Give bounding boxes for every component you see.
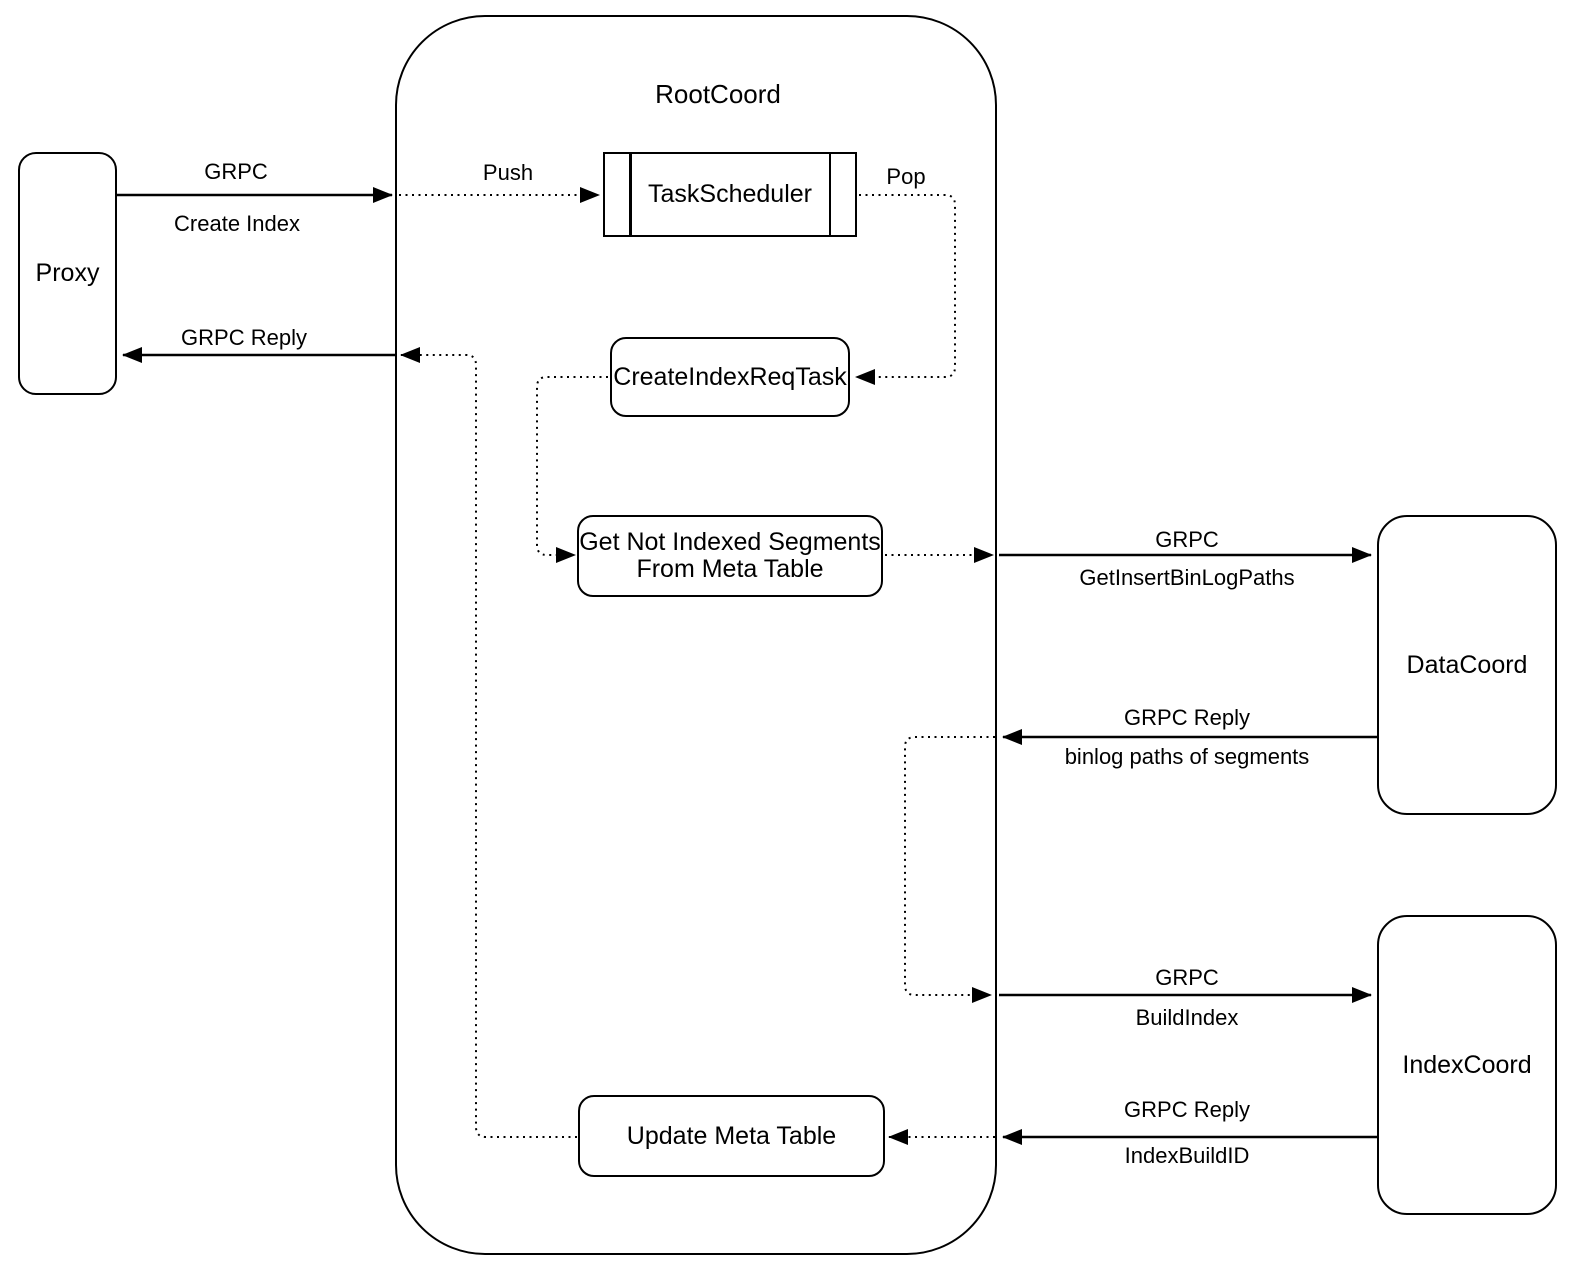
label-create-index: Create Index	[174, 211, 300, 236]
label-create-index-grpc: GRPC	[204, 159, 268, 184]
node-datacoord: DataCoord	[1377, 515, 1557, 815]
edge-reply-to-buildindex	[904, 736, 995, 1003]
node-indexcoord: IndexCoord	[1377, 915, 1557, 1215]
label-binlog-reply-grpc: GRPC Reply	[1124, 705, 1250, 730]
label-index-build-id-grpc: GRPC Reply	[1124, 1097, 1250, 1122]
label-get-insert-grpc: GRPC	[1155, 527, 1219, 552]
label-push: Push	[482, 160, 534, 185]
label-binlog-paths: binlog paths of segments	[1064, 744, 1310, 769]
node-proxy: Proxy	[18, 152, 117, 395]
node-rootcoord: RootCoord	[395, 15, 997, 1255]
indexcoord-label: IndexCoord	[1402, 1050, 1532, 1079]
proxy-label: Proxy	[35, 259, 100, 287]
edge-task-to-segments	[536, 376, 608, 563]
node-get-not-indexed-segments: Get Not Indexed Segments From Meta Table	[577, 515, 883, 597]
get-not-indexed-segments-line2: From Meta Table	[636, 555, 824, 583]
label-index-build-id: IndexBuildID	[1124, 1143, 1250, 1168]
queue-bar-right-icon	[828, 154, 831, 235]
edge-pop	[855, 194, 956, 385]
datacoord-label: DataCoord	[1406, 650, 1528, 679]
label-build-index: BuildIndex	[1135, 1005, 1239, 1030]
label-pop: Pop	[886, 164, 926, 189]
label-get-insert-binlog-paths: GetInsertBinLogPaths	[1079, 565, 1295, 590]
label-build-index-grpc: GRPC	[1155, 965, 1219, 990]
node-create-index-req-task: CreateIndexReqTask	[610, 337, 850, 417]
task-scheduler-label: TaskScheduler	[648, 180, 812, 208]
node-task-scheduler: TaskScheduler	[603, 152, 857, 237]
queue-bar-left-icon	[629, 154, 632, 235]
node-update-meta-table: Update Meta Table	[578, 1095, 885, 1177]
update-meta-table-label: Update Meta Table	[626, 1121, 837, 1150]
edge-update-meta-to-reply	[400, 347, 577, 1138]
rootcoord-label: RootCoord	[655, 79, 781, 109]
get-not-indexed-segments-line1: Get Not Indexed Segments	[579, 528, 881, 556]
label-grpc-reply-to-proxy: GRPC Reply	[181, 325, 307, 350]
create-index-req-task-label: CreateIndexReqTask	[613, 362, 847, 391]
